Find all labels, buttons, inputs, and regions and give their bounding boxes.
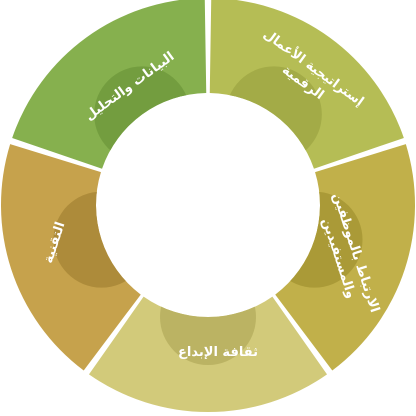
segment-01-number: 01 [251,124,273,143]
segment-05-number: 05 [145,119,167,138]
segment-04-number: 04 [107,222,129,241]
segment-05 [12,0,207,169]
segment-03-label: ثقافة الإبداع [178,345,258,360]
segment-03 [88,296,328,412]
segment-03-number: 03 [198,289,220,308]
segment-03-number-badge [160,296,256,365]
segment-02-number: 02 [285,223,307,242]
